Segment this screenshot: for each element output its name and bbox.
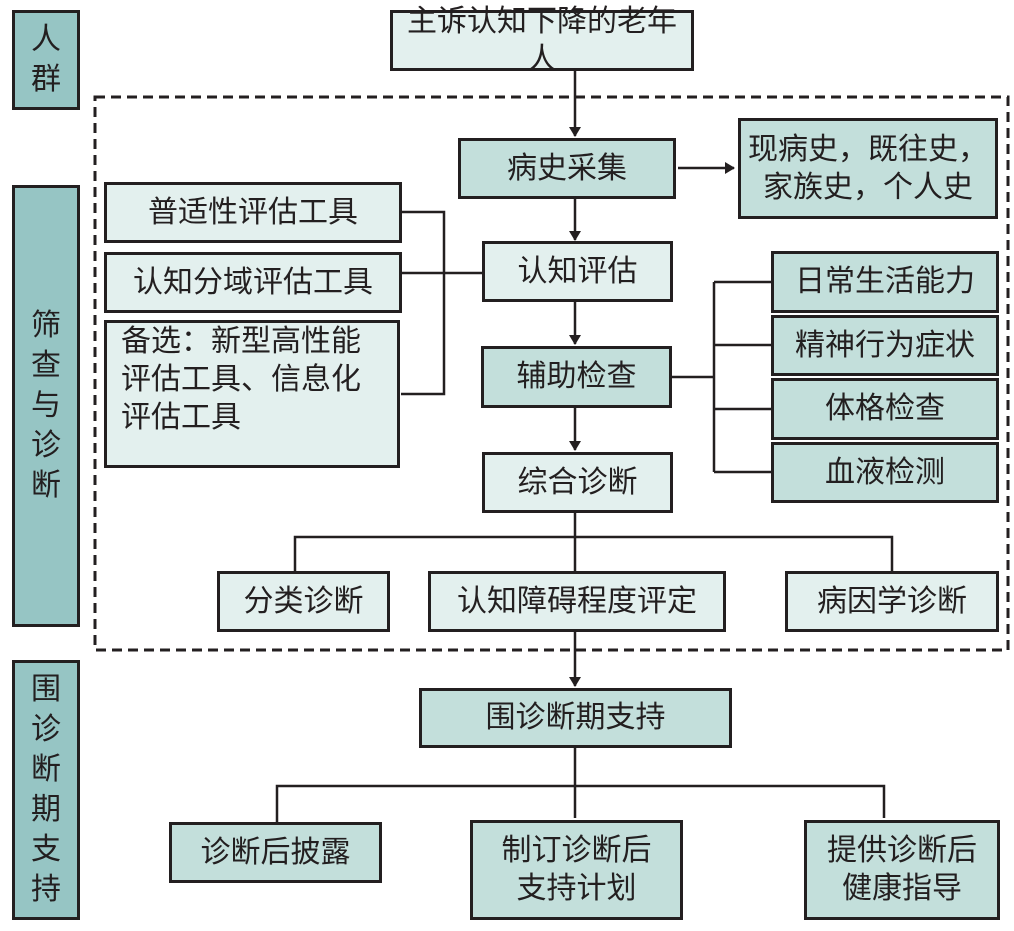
tool-domain: 认知分域评估工具 [104,252,402,313]
diagnosis-etiology: 病因学诊断 [785,571,999,632]
history-detail-node: 现病史，既往史， 家族史，个人史 [738,118,998,219]
diagnosis-severity: 认知障碍程度评定 [428,571,726,632]
cognitive-node: 认知评估 [482,241,673,302]
exam-neuropsychiatric: 精神行为症状 [771,315,999,376]
screening-region-border [93,95,1010,652]
auxiliary-node: 辅助检查 [481,346,672,408]
support-disclosure: 诊断后披露 [169,822,382,883]
support-bracket [275,784,886,822]
exam-blood: 血液检测 [771,442,999,503]
exam-daily-living: 日常生活能力 [771,251,999,313]
tools-bracket [401,210,446,396]
section-label-population: 人 群 [12,10,80,110]
support-plan: 制订诊断后 支持计划 [470,820,683,920]
peri-support-node: 围诊断期支持 [419,688,732,748]
tool-optional: 备选：新型高性能 评估工具、信息化 评估工具 [104,320,400,468]
section-label-peri-diagnostic-support: 围 诊 断 期 支 持 [12,660,80,920]
diagnosis-classification: 分类诊断 [217,571,390,632]
comprehensive-node: 综合诊断 [482,452,673,513]
exam-physical: 体格检查 [771,378,999,440]
diagnoses-bracket [293,535,894,572]
tool-general: 普适性评估工具 [104,182,402,243]
history-node: 病史采集 [458,138,676,199]
support-guidance: 提供诊断后 健康指导 [804,820,1000,920]
section-label-screening-diagnosis: 筛 查 与 诊 断 [12,185,80,627]
start-node: 主诉认知下降的老年人 [390,4,694,77]
